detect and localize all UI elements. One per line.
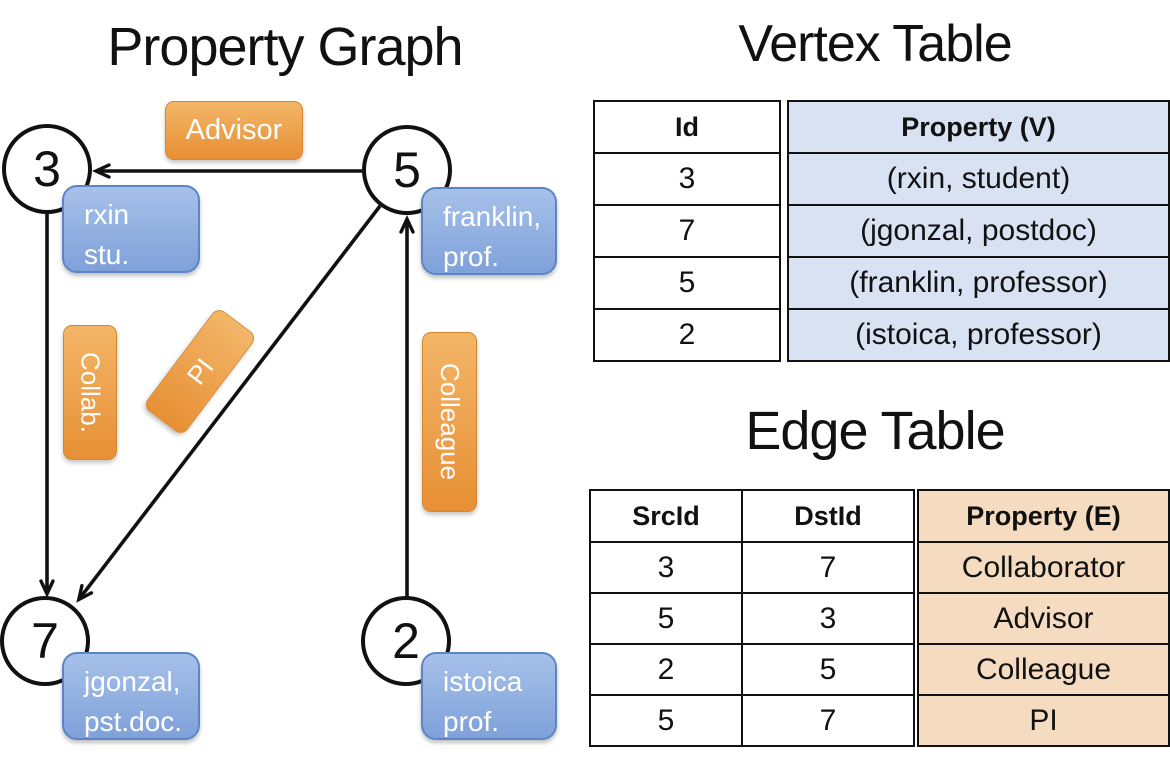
vertex-node-5: 5 bbox=[362, 125, 452, 215]
table-row: (franklin, professor) bbox=[787, 256, 1170, 310]
table-row: Advisor bbox=[917, 592, 1170, 645]
vertex-table-id-header: Id bbox=[593, 100, 781, 154]
edge-5-to-7 bbox=[76, 204, 382, 603]
vertex-id: 3 bbox=[33, 141, 61, 197]
edge-src-cell: 2 bbox=[589, 643, 743, 696]
edge-label-advisor: Advisor bbox=[165, 101, 303, 160]
vertex-label-line: prof. bbox=[443, 706, 500, 737]
table-row: 5 3 bbox=[589, 592, 915, 645]
vertex-label-franklin: franklin, prof. bbox=[421, 187, 557, 275]
table-row: (rxin, student) bbox=[787, 152, 1170, 206]
table-row: 2 bbox=[593, 308, 781, 362]
table-row: 5 bbox=[593, 256, 781, 310]
vertex-label-line: stu. bbox=[84, 239, 130, 270]
vertex-label-rxin: rxin stu. bbox=[62, 185, 200, 273]
table-row: PI bbox=[917, 694, 1170, 747]
vertex-node-2: 2 bbox=[361, 596, 451, 686]
vertex-label-line: prof. bbox=[443, 241, 500, 272]
vertex-label-istoica: istoica prof. bbox=[421, 652, 557, 740]
edge-label-text: Colleague bbox=[435, 363, 465, 481]
edge-property-cell: Collaborator bbox=[917, 541, 1170, 594]
vertex-label-line: pst.doc. bbox=[84, 706, 183, 737]
edge-table-title: Edge Table bbox=[745, 401, 1005, 461]
vertex-id: 7 bbox=[31, 613, 59, 669]
vertex-id-cell: 3 bbox=[593, 152, 781, 206]
table-row: 5 7 bbox=[589, 694, 915, 747]
vertex-table-property-column: Property (V) (rxin, student) (jgonzal, p… bbox=[787, 100, 1170, 362]
edge-label-collab: Collab. bbox=[63, 325, 117, 460]
table-row: (jgonzal, postdoc) bbox=[787, 204, 1170, 258]
vertex-table-title: Vertex Table bbox=[738, 15, 1012, 73]
vertex-id-cell: 7 bbox=[593, 204, 781, 258]
edge-dst-cell: 7 bbox=[741, 541, 915, 594]
vertex-property-cell: (istoica, professor) bbox=[787, 308, 1170, 362]
vertex-id: 5 bbox=[393, 142, 421, 198]
vertex-id-cell: 2 bbox=[593, 308, 781, 362]
edge-property-cell: Advisor bbox=[917, 592, 1170, 645]
edge-src-cell: 3 bbox=[589, 541, 743, 594]
edge-src-cell: 5 bbox=[589, 592, 743, 645]
table-row: 3 bbox=[593, 152, 781, 206]
property-graph-title: Property Graph bbox=[107, 17, 463, 77]
vertex-label-line: rxin bbox=[84, 199, 130, 230]
edge-table-property-header: Property (E) bbox=[917, 489, 1170, 543]
edge-property-cell: Colleague bbox=[917, 643, 1170, 696]
vertex-table-property-header: Property (V) bbox=[787, 100, 1170, 154]
vertex-label-line: franklin, bbox=[443, 201, 542, 232]
edge-dst-cell: 7 bbox=[741, 694, 915, 747]
vertex-label-line: jgonzal, bbox=[84, 666, 181, 697]
vertex-property-cell: (jgonzal, postdoc) bbox=[787, 204, 1170, 258]
vertex-id-cell: 5 bbox=[593, 256, 781, 310]
edge-property-cell: PI bbox=[917, 694, 1170, 747]
table-row: 2 5 bbox=[589, 643, 915, 696]
vertex-label-jgonzal: jgonzal, pst.doc. bbox=[62, 652, 200, 740]
edge-table-id-columns: SrcId DstId 3 7 5 3 2 5 5 7 bbox=[589, 489, 915, 747]
vertex-table-id-column: Id 3 7 5 2 bbox=[593, 100, 781, 362]
edge-label-text: Advisor bbox=[185, 114, 283, 146]
vertex-label-line: istoica bbox=[443, 666, 523, 697]
table-row: (istoica, professor) bbox=[787, 308, 1170, 362]
edge-src-cell: 5 bbox=[589, 694, 743, 747]
edge-label-colleague: Colleague bbox=[422, 332, 477, 512]
graph-edges-layer bbox=[39, 163, 415, 603]
edge-dst-cell: 5 bbox=[741, 643, 915, 696]
edge-table-dst-header: DstId bbox=[741, 489, 915, 543]
edge-table-property-column: Property (E) Collaborator Advisor Collea… bbox=[917, 489, 1170, 747]
edge-dst-cell: 3 bbox=[741, 592, 915, 645]
vertex-property-cell: (franklin, professor) bbox=[787, 256, 1170, 310]
table-row: Colleague bbox=[917, 643, 1170, 696]
edge-table-src-header: SrcId bbox=[589, 489, 743, 543]
table-row: 3 7 bbox=[589, 541, 915, 594]
table-row: 7 bbox=[593, 204, 781, 258]
vertex-id: 2 bbox=[392, 613, 420, 669]
table-row: Collaborator bbox=[917, 541, 1170, 594]
vertex-property-cell: (rxin, student) bbox=[787, 152, 1170, 206]
edge-label-text: PI bbox=[180, 352, 219, 391]
edge-label-text: Collab. bbox=[75, 352, 106, 433]
